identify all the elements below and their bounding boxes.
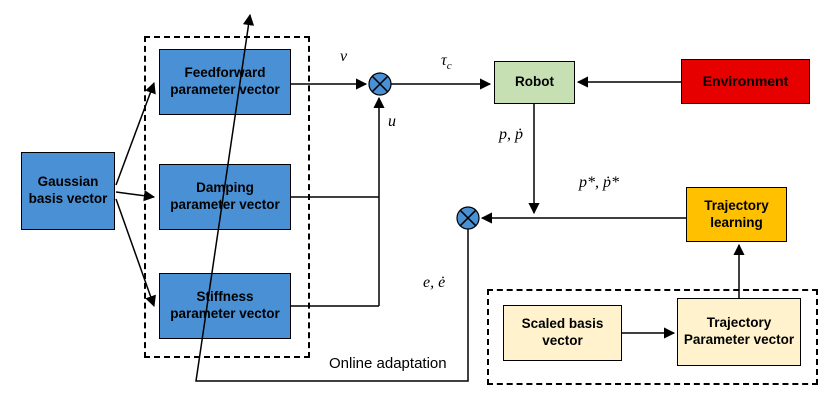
node-trajectory-parameter-vector: Trajectory Parameter vector (677, 298, 801, 366)
multiply-junction-2 (456, 206, 480, 230)
node-damping-parameter-vector: Damping parameter vector (159, 164, 291, 230)
signal-label-tau-c: τc (441, 52, 452, 73)
signal-label-v: v (340, 48, 348, 65)
online-adaptation-label: Online adaptation (329, 355, 447, 372)
node-robot: Robot (494, 61, 575, 104)
node-environment: Environment (681, 59, 810, 104)
signal-label-pstar-pdotstar: p*, ṗ* (579, 174, 619, 191)
signal-label-e-edot: e, ė (423, 274, 446, 291)
multiply-junction-1 (368, 72, 392, 96)
signal-label-p-pdot: p, ṗ (499, 126, 523, 143)
node-feedforward-parameter-vector: Feedforward parameter vector (159, 49, 291, 115)
node-scaled-basis-vector: Scaled basis vector (503, 305, 622, 361)
multiply-x-icon (371, 75, 389, 93)
signal-label-u: u (388, 113, 396, 130)
node-trajectory-learning: Trajectory learning (686, 187, 787, 242)
node-gaussian-basis-vector: Gaussian basis vector (21, 152, 115, 230)
multiply-x-icon (459, 209, 477, 227)
node-stiffness-parameter-vector: Stiffness parameter vector (159, 273, 291, 339)
dashed-group-trajectory-generation (487, 289, 818, 385)
